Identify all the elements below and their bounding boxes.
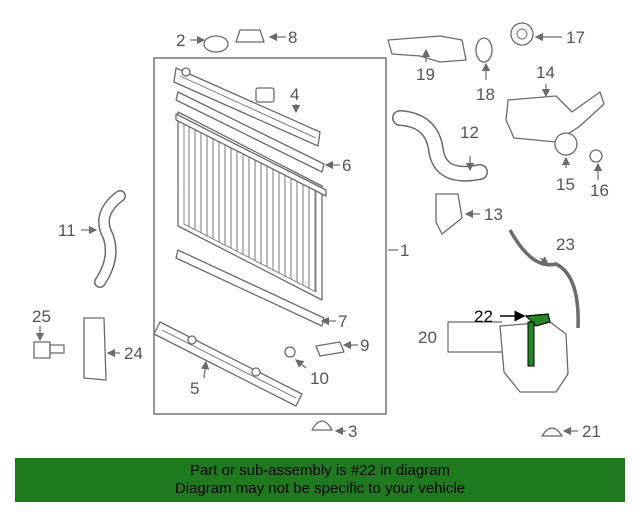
callout-24: 24 <box>124 344 143 363</box>
radiator-core[interactable] <box>175 111 327 301</box>
lower-tank-gasket[interactable] <box>175 249 325 327</box>
radiator-cap[interactable] <box>235 29 265 43</box>
callout-20: 20 <box>418 328 437 347</box>
radiator-cap-seal[interactable] <box>203 35 229 53</box>
outlet-gasket[interactable] <box>475 37 493 63</box>
callout-4: 4 <box>290 85 299 104</box>
water-inlet-housing[interactable] <box>505 91 605 143</box>
callout-3: 3 <box>348 422 357 441</box>
callout-11: 11 <box>58 221 76 240</box>
radiator-upper-tank[interactable] <box>173 67 321 147</box>
upper-tank-gasket[interactable] <box>175 91 325 173</box>
callout-23: 23 <box>556 235 575 254</box>
callout-5: 5 <box>190 379 199 398</box>
callout-19: 19 <box>416 65 435 84</box>
overflow-hose[interactable] <box>508 229 580 329</box>
callout-9: 9 <box>360 336 369 355</box>
radiator-assembly-frame <box>153 57 387 415</box>
mounting-bolt[interactable] <box>33 341 65 359</box>
drain-o-ring[interactable] <box>284 346 296 358</box>
exploded-parts-diagram: 1 2 3 4 5 6 7 8 9 10 11 12 13 14 15 16 1… <box>32 22 609 441</box>
callout-8: 8 <box>288 28 297 47</box>
callout-18: 18 <box>476 85 495 104</box>
inlet-gasket[interactable] <box>554 132 578 156</box>
callout-22-highlighted: 22 <box>474 307 493 326</box>
callout-21: 21 <box>582 422 601 441</box>
banner-line-1: Part or sub-assembly is #22 in diagram <box>189 462 451 479</box>
callout-17: 17 <box>566 28 585 47</box>
thermostat[interactable] <box>510 22 534 46</box>
hose-clamp-bracket[interactable] <box>435 193 463 235</box>
callout-25: 25 <box>32 307 51 326</box>
callout-12: 12 <box>460 123 479 142</box>
banner-line-2: Diagram may not be specific to your vehi… <box>174 480 466 497</box>
callout-16: 16 <box>590 181 609 200</box>
water-outlet-housing[interactable] <box>387 35 467 63</box>
callout-2: 2 <box>176 31 185 50</box>
callout-14: 14 <box>536 63 555 82</box>
reservoir-cap-highlighted[interactable] <box>524 313 551 367</box>
callout-15: 15 <box>556 175 575 194</box>
radiator-lower-cushion[interactable] <box>311 420 333 431</box>
callout-10: 10 <box>310 369 329 388</box>
radiator-lower-tank[interactable] <box>153 321 303 407</box>
vehicle-fit-notice-banner: Part or sub-assembly is #22 in diagram D… <box>15 458 625 502</box>
inlet-o-ring[interactable] <box>589 149 603 163</box>
callout-6: 6 <box>342 156 351 175</box>
callout-7: 7 <box>338 312 347 331</box>
drain-cock-plug[interactable] <box>315 341 345 357</box>
callout-13: 13 <box>484 205 503 224</box>
reservoir-cushion[interactable] <box>541 427 563 437</box>
radiator-support-bracket[interactable] <box>83 317 107 381</box>
callout-1: 1 <box>400 241 409 260</box>
